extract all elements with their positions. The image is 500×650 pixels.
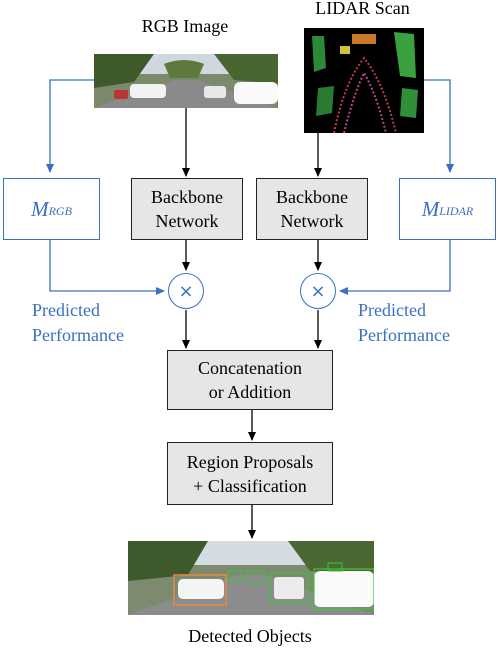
m-lidar-main: M [421,196,440,221]
predicted-performance-right-line2: Performance [358,325,450,345]
concatenation-box: Concatenation or Addition [167,350,333,410]
region-proposals-line1: Region Proposals [186,451,314,472]
predicted-performance-left-line2: Performance [32,325,124,345]
lidar-scan-title: LIDAR Scan [315,0,410,18]
detected-objects-image [128,541,374,615]
region-proposals-line2: + Classification [193,475,307,496]
lidar-backbone-box: Backbone Network [256,178,368,240]
predicted-performance-left-line1: Predicted [32,300,100,320]
lidar-backbone-line1: Backbone [276,187,348,207]
lidar-multiply-node: × [300,273,336,309]
rgb-input-image [94,54,278,108]
concatenation-line1: Concatenation [198,358,302,378]
predicted-performance-right-line1: Predicted [358,300,426,320]
rgb-backbone-line2: Network [155,211,219,231]
lidar-backbone-line2: Network [280,211,344,231]
m-rgb-subscript: RGB [48,203,72,218]
region-proposals-box: Region Proposals + Classification [167,442,333,505]
m-rgb-main: M [31,196,49,221]
rgb-backbone-line1: Backbone [151,187,223,207]
lidar-scan-image [304,28,424,133]
rgb-image-title: RGB Image [141,16,229,36]
rgb-multiply-node: × [168,273,204,309]
rgb-backbone-box: Backbone Network [131,178,243,240]
concatenation-line2: or Addition [208,382,292,402]
m-lidar-subscript: LIDAR [439,203,474,218]
detected-objects-title: Detected Objects [188,626,312,646]
